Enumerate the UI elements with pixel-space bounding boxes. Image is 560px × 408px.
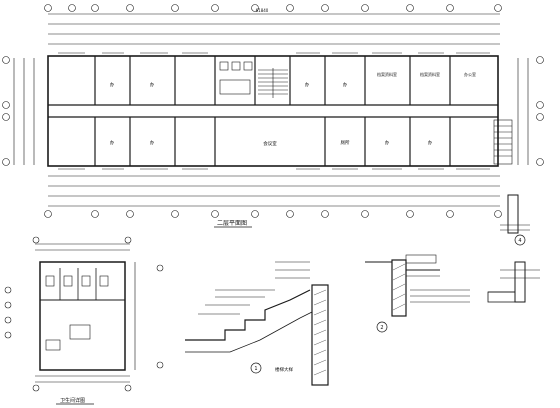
room-label: 档案资料室 [420,71,440,77]
plan-title: 二层平面图 [217,220,247,227]
detail-number: 2 [380,325,383,331]
wall-detail-2 [365,254,470,333]
plan-axis-markers [2,4,544,218]
stair-section [185,261,329,386]
plan-stair [258,68,288,98]
detail-number: 4 [518,238,521,244]
room-label: 办 [385,139,390,146]
detail-number: 1 [254,366,257,372]
floor-plan [13,13,529,207]
stair-title: 楼梯大样 [275,366,293,373]
toilet-detail [4,236,164,392]
room-label: 办 [305,81,310,88]
room-label: 办公室 [464,71,476,77]
plan-toilet-fixtures [219,61,253,95]
room-label: 厕所 [341,139,350,146]
room-label: 档案资料室 [377,71,397,77]
room-label: 办 [343,81,348,88]
room-label: 办 [428,139,433,146]
room-label: 办 [110,139,115,146]
wall-detail-4 [487,261,540,303]
room-label: 办 [150,139,155,146]
room-label: 办 [110,81,115,88]
room-label: 会议室 [263,140,277,147]
toilet-title: 卫生间详图 [60,397,85,404]
plan-right-stair [493,119,513,165]
room-label: 办 [150,81,155,88]
overall-width-label: 61840 [256,8,269,13]
wall-detail-3 [500,194,530,246]
